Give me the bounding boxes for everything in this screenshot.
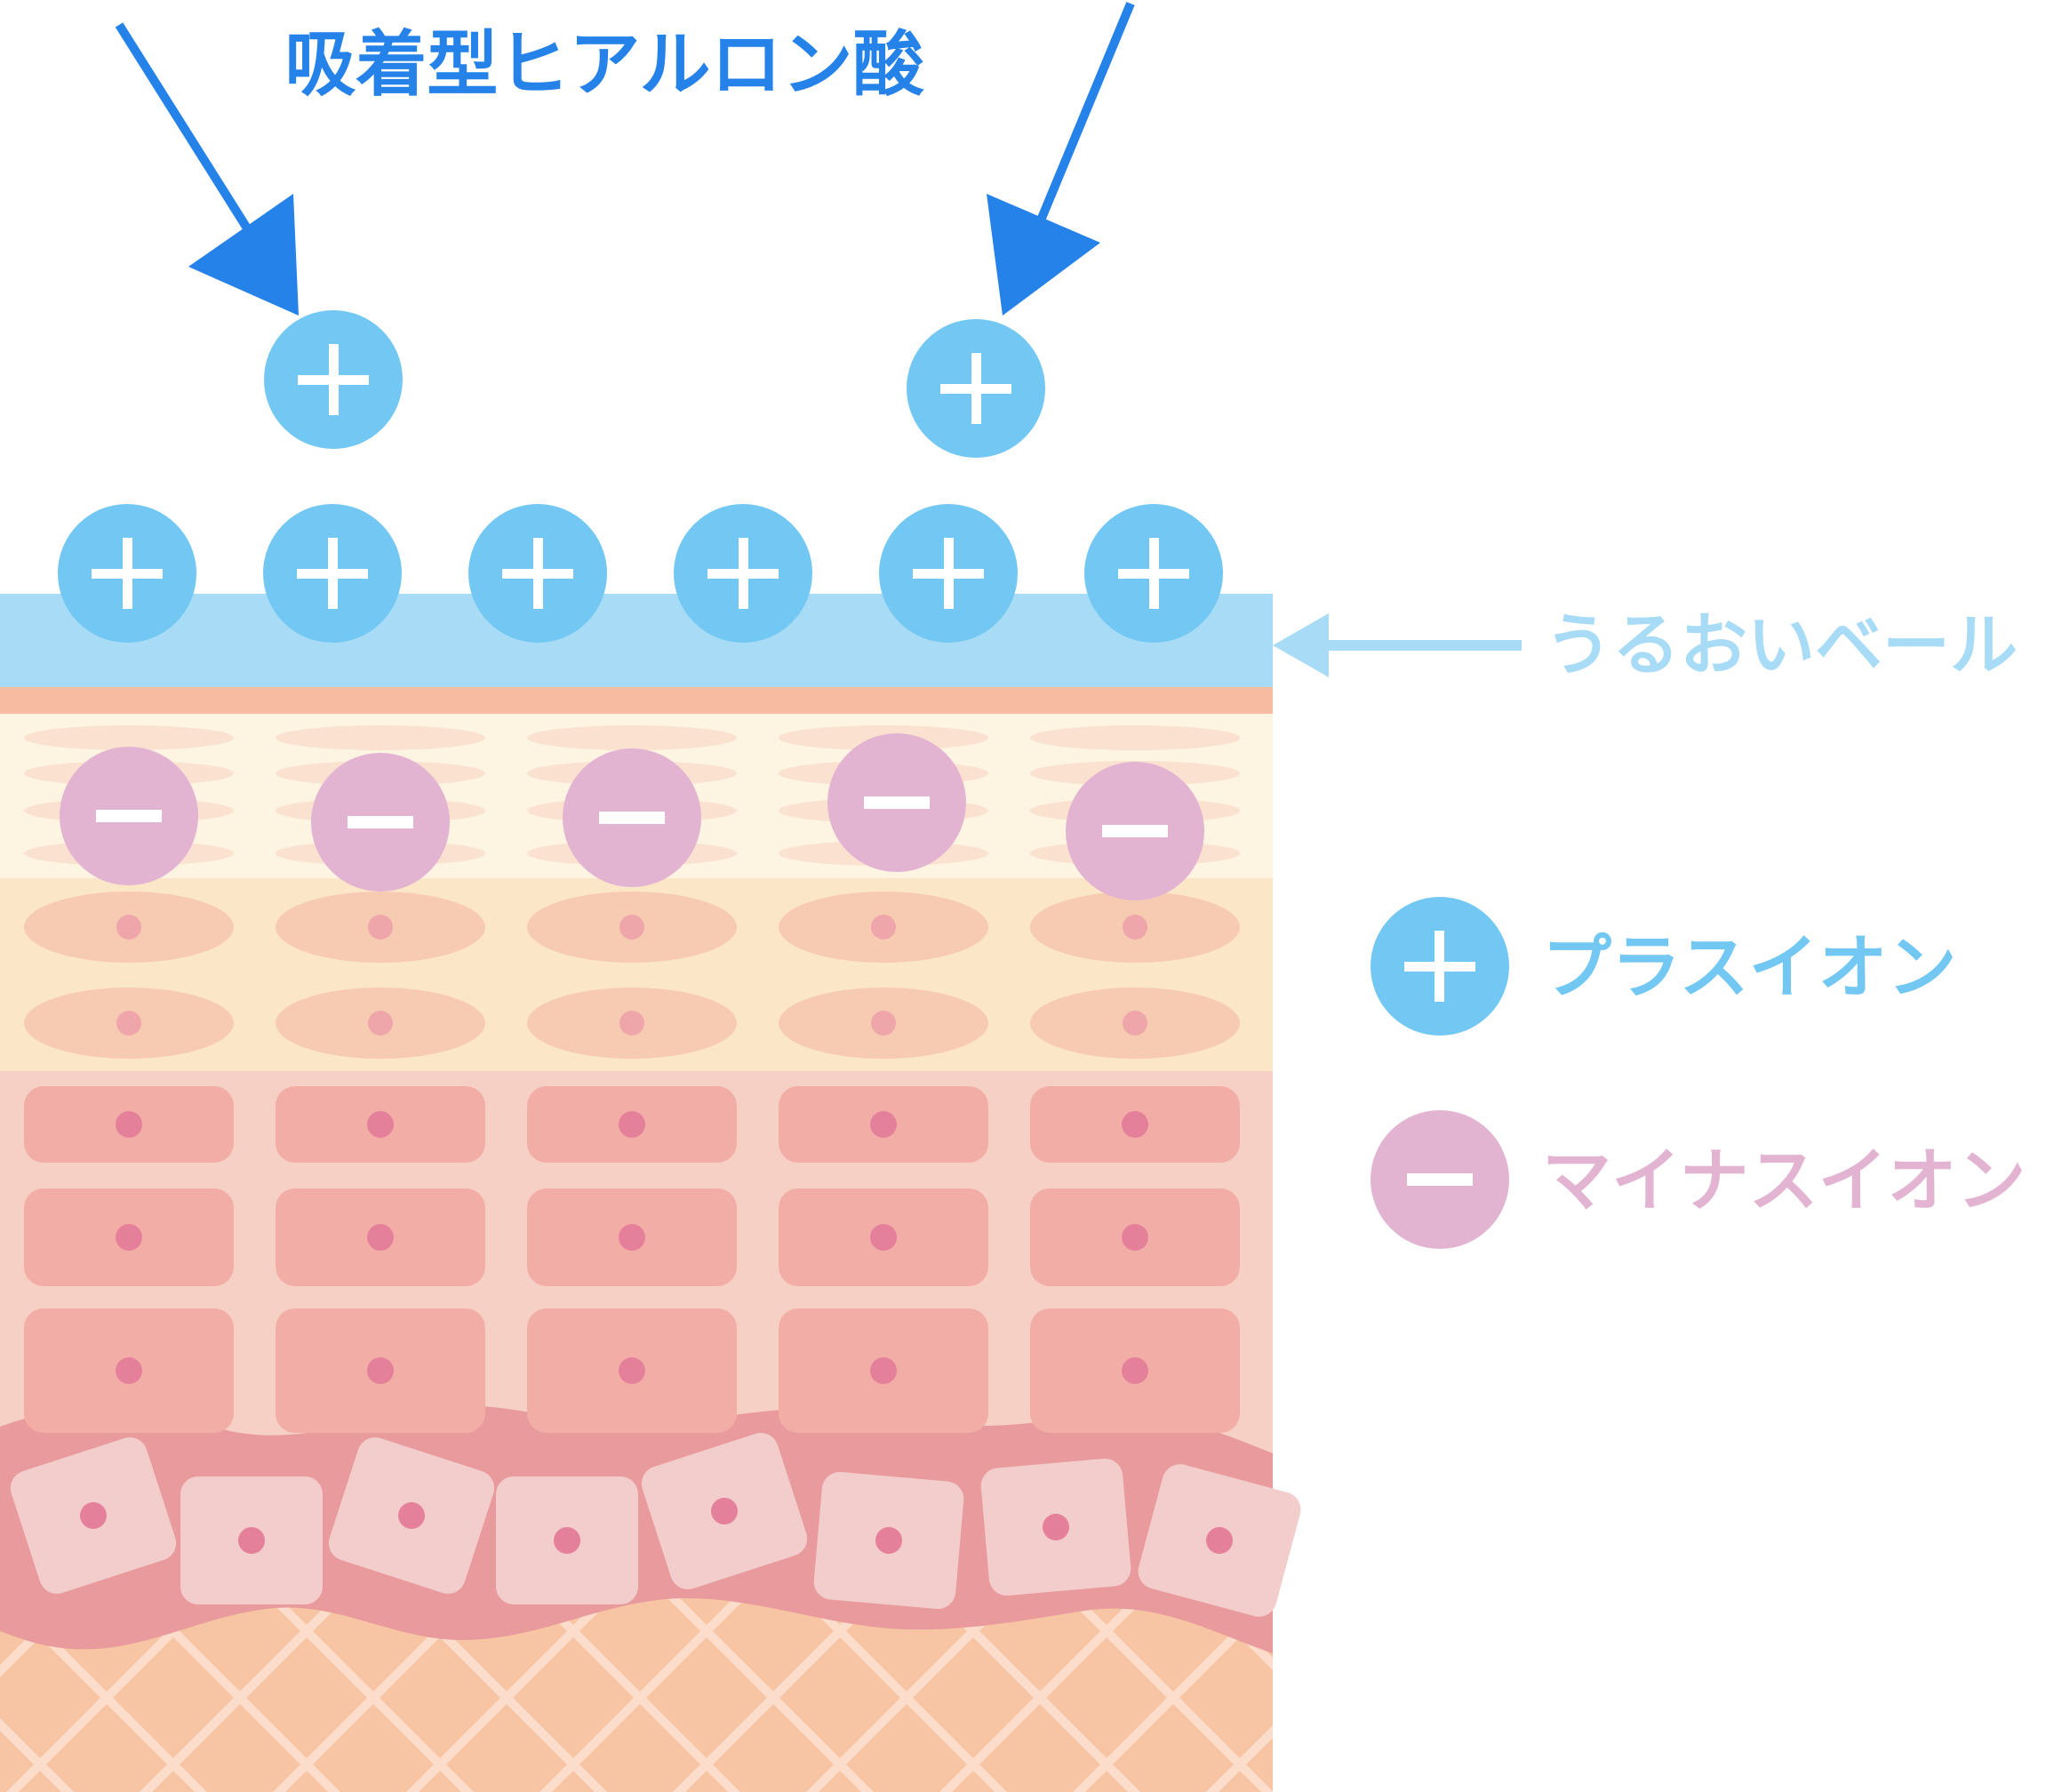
- basal-cell: [180, 1476, 323, 1604]
- cell-nucleus: [116, 1111, 142, 1138]
- minus-ion: [827, 733, 966, 872]
- cell-nucleus: [368, 915, 393, 940]
- minus-ion: [1066, 762, 1204, 900]
- cell-nucleus: [367, 1357, 394, 1384]
- plus-sign-v: [944, 538, 954, 609]
- veil-pointer: [1273, 613, 1522, 677]
- basal-cell: [10, 1437, 177, 1594]
- plus-ion: [1084, 504, 1223, 643]
- cell-nucleus: [711, 1498, 738, 1524]
- minus-ion: [311, 753, 450, 892]
- plus-sign-v: [533, 538, 543, 609]
- corneum-flake: [276, 725, 485, 750]
- granular-cells: [24, 892, 1240, 1059]
- plus-ion: [907, 319, 1045, 458]
- plus-ion: [674, 504, 812, 643]
- cell-nucleus: [1206, 1527, 1233, 1554]
- basal-cell: [1138, 1464, 1301, 1617]
- plus-sign-v: [123, 538, 132, 609]
- minus-ion: [60, 747, 198, 885]
- cell-nucleus: [1122, 1224, 1148, 1251]
- minus-sign: [1102, 825, 1168, 837]
- basal-cell: [813, 1471, 964, 1610]
- legend-minus-label: マイナスイオン: [1542, 1141, 2026, 1221]
- cell-nucleus: [870, 1111, 897, 1138]
- legend-minus-icon: [1371, 1110, 1509, 1249]
- moisture-veil-layer: [0, 594, 1273, 687]
- cell-nucleus: [1122, 1111, 1148, 1138]
- cell-nucleus: [870, 1224, 897, 1251]
- cell-nucleus: [871, 1011, 896, 1036]
- cell-nucleus: [1043, 1514, 1069, 1540]
- cell-nucleus: [619, 1357, 645, 1384]
- title-text: 吸着型ヒアルロン酸: [284, 23, 924, 106]
- plus-ion: [264, 310, 403, 449]
- legend-plus-label: プラスイオン: [1542, 928, 1956, 1008]
- minus-ion: [563, 748, 701, 887]
- cell-nucleus: [619, 1111, 645, 1138]
- plus-ion: [468, 504, 607, 643]
- cell-nucleus: [80, 1502, 107, 1529]
- cell-nucleus: [619, 915, 644, 940]
- legend-plus-icon: [1371, 897, 1509, 1036]
- plus-sign-v: [328, 538, 338, 609]
- cell-nucleus: [875, 1527, 902, 1554]
- cell-nucleus: [116, 1224, 142, 1251]
- minus-ions: [60, 733, 1204, 900]
- minus-sign: [348, 816, 413, 828]
- cell-nucleus: [238, 1527, 265, 1554]
- plus-ion: [879, 504, 1018, 643]
- basal-cell: [641, 1433, 808, 1589]
- plus-sign-v: [739, 538, 748, 609]
- arrow-right: [987, 2, 1135, 316]
- plus-sign-v: [329, 344, 339, 415]
- plus-ion: [263, 504, 402, 643]
- spinous-cells: [24, 1086, 1240, 1433]
- minus-sign: [864, 796, 930, 809]
- cell-nucleus: [116, 915, 141, 940]
- cell-nucleus: [116, 1357, 142, 1384]
- plus-ions: [58, 310, 1223, 643]
- surface-line: [0, 687, 1273, 714]
- cell-nucleus: [870, 1357, 897, 1384]
- legend: プラスイオン マイナスイオン: [1371, 897, 2026, 1249]
- cell-nucleus: [619, 1224, 645, 1251]
- minus-sign: [96, 810, 162, 822]
- minus-sign: [599, 812, 665, 824]
- cell-nucleus: [116, 1011, 141, 1036]
- cell-nucleus: [1123, 1011, 1147, 1036]
- basal-cell: [980, 1458, 1131, 1596]
- corneum-flake: [1030, 725, 1240, 750]
- corneum-flake: [24, 725, 234, 750]
- arrow-left: [115, 22, 299, 316]
- cell-nucleus: [619, 1011, 644, 1036]
- cell-nucleus: [1122, 1357, 1148, 1384]
- cell-nucleus: [871, 915, 896, 940]
- plus-ion: [58, 504, 196, 643]
- plus-sign-v: [971, 353, 981, 424]
- veil-label: うるおいベール: [1545, 605, 2018, 684]
- basal-cell: [328, 1437, 495, 1594]
- cell-nucleus: [1123, 915, 1147, 940]
- cell-nucleus: [367, 1111, 394, 1138]
- basal-cells: [10, 1433, 1301, 1617]
- cell-nucleus: [398, 1502, 425, 1529]
- cell-nucleus: [367, 1224, 394, 1251]
- cell-nucleus: [368, 1011, 393, 1036]
- corneum-flake: [527, 725, 737, 750]
- cell-nucleus: [554, 1527, 580, 1554]
- basal-cell: [496, 1476, 638, 1604]
- plus-sign-v: [1149, 538, 1159, 609]
